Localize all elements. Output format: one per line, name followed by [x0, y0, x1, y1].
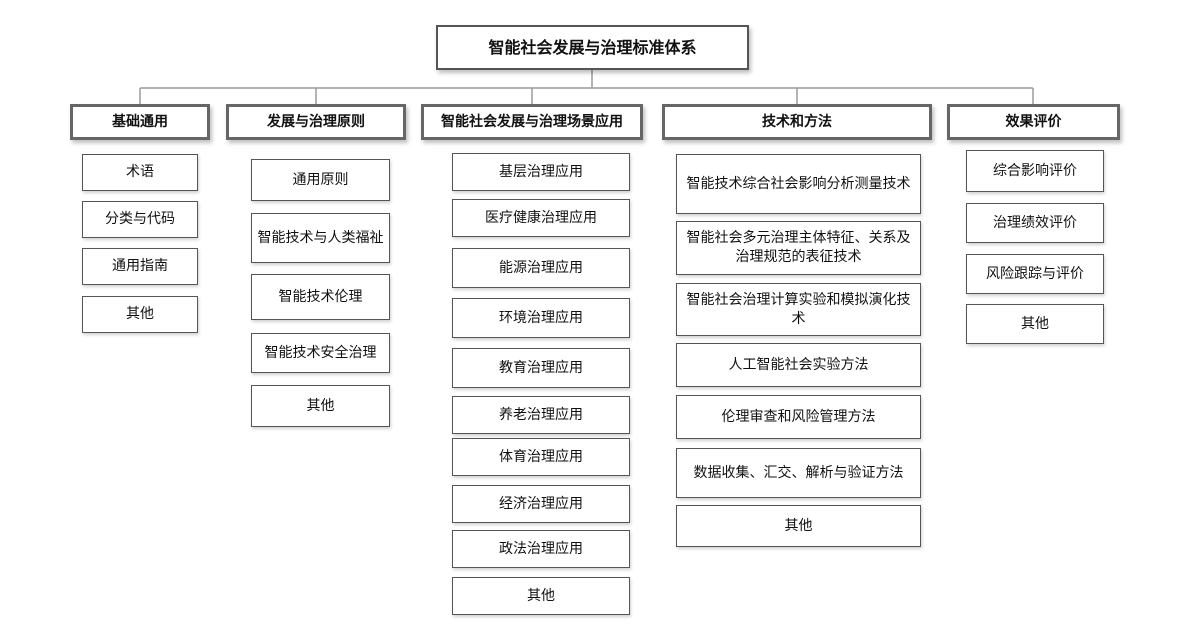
node-economy-governance: 经济治理应用: [452, 485, 630, 523]
node-tech-security-governance: 智能技术安全治理: [251, 333, 390, 373]
node-principles-other: 其他: [251, 385, 390, 427]
node-tech-ethics: 智能技术伦理: [251, 274, 390, 320]
node-energy-governance: 能源治理应用: [452, 248, 630, 288]
node-computational-experiments: 智能社会治理计算实验和模拟演化技术: [676, 283, 921, 336]
node-sports-governance: 体育治理应用: [452, 438, 630, 476]
node-political-legal-governance: 政法治理应用: [452, 530, 630, 568]
node-governance-performance: 治理绩效评价: [966, 203, 1104, 243]
category-technology-methods: 技术和方法: [662, 104, 932, 140]
node-grassroots-governance: 基层治理应用: [452, 153, 630, 191]
node-education-governance: 教育治理应用: [452, 348, 630, 388]
node-healthcare-governance: 医疗健康治理应用: [452, 199, 630, 237]
category-basic-general: 基础通用: [70, 104, 210, 140]
node-ai-social-experiments: 人工智能社会实验方法: [676, 343, 921, 387]
node-tech-other: 其他: [676, 505, 921, 547]
node-tech-human-welfare: 智能技术与人类福祉: [251, 213, 390, 263]
node-comprehensive-impact: 综合影响评价: [966, 150, 1104, 192]
node-multi-actor-representation: 智能社会多元治理主体特征、关系及治理规范的表征技术: [676, 221, 921, 275]
category-scenario-applications: 智能社会发展与治理场景应用: [421, 104, 643, 140]
node-classification-codes: 分类与代码: [82, 201, 198, 238]
node-ethics-risk-management: 伦理审查和风险管理方法: [676, 395, 921, 439]
node-risk-tracking: 风险跟踪与评价: [966, 254, 1104, 294]
category-effect-evaluation: 效果评价: [947, 104, 1120, 140]
node-evaluation-other: 其他: [966, 304, 1104, 344]
node-general-guide: 通用指南: [82, 248, 198, 285]
node-social-impact-measurement: 智能技术综合社会影响分析测量技术: [676, 154, 921, 214]
node-elderly-care-governance: 养老治理应用: [452, 396, 630, 434]
node-data-collection-validation: 数据收集、汇交、解析与验证方法: [676, 448, 921, 498]
category-principles: 发展与治理原则: [226, 104, 406, 140]
node-basic-other: 其他: [82, 296, 198, 333]
node-terminology: 术语: [82, 154, 198, 191]
node-general-principles: 通用原则: [251, 159, 390, 201]
root-node: 智能社会发展与治理标准体系: [436, 25, 749, 70]
node-environment-governance: 环境治理应用: [452, 298, 630, 338]
node-scenario-other: 其他: [452, 577, 630, 615]
